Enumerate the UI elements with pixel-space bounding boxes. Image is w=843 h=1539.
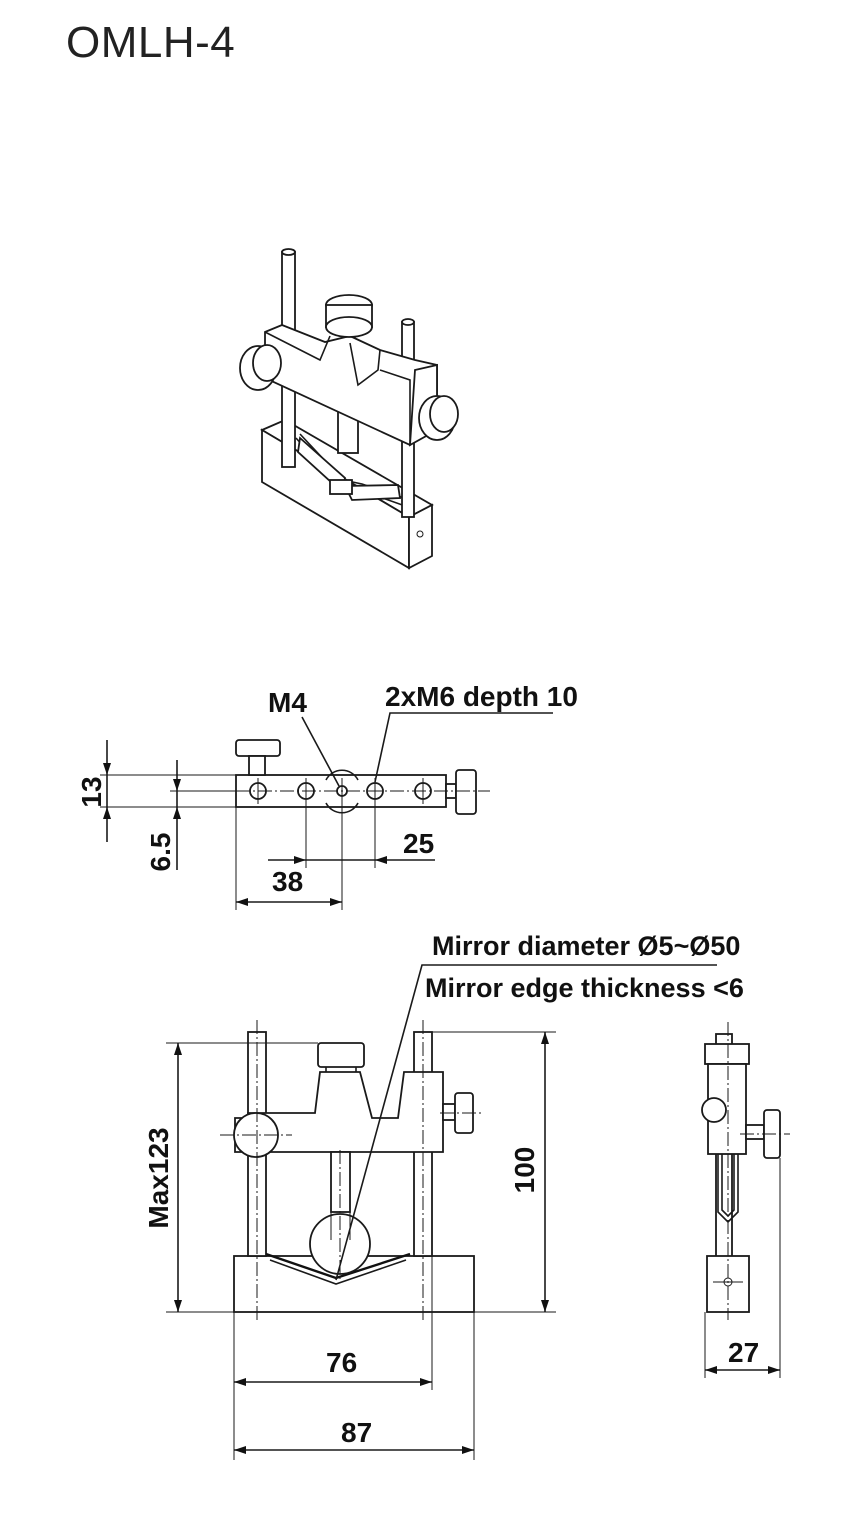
dim-100: 100 (509, 1147, 540, 1194)
product-title: OMLH-4 (66, 18, 236, 67)
m6-label: 2xM6 depth 10 (385, 681, 578, 712)
dim-27: 27 (728, 1337, 759, 1368)
mirror-diameter-note: Mirror diameter Ø5~Ø50 (432, 931, 740, 961)
dim-6-5: 6.5 (145, 833, 176, 872)
mirror-edge-note: Mirror edge thickness <6 (425, 973, 744, 1003)
top-view (100, 712, 553, 910)
dim-25: 25 (403, 828, 434, 859)
dim-76: 76 (326, 1347, 357, 1378)
m4-label: M4 (268, 687, 307, 718)
side-view (701, 1022, 790, 1378)
dim-13: 13 (76, 776, 107, 807)
front-view (166, 964, 717, 1460)
dim-38: 38 (272, 866, 303, 897)
dim-max123: Max123 (143, 1127, 174, 1228)
dim-87: 87 (341, 1417, 372, 1448)
isometric-view (239, 248, 459, 570)
